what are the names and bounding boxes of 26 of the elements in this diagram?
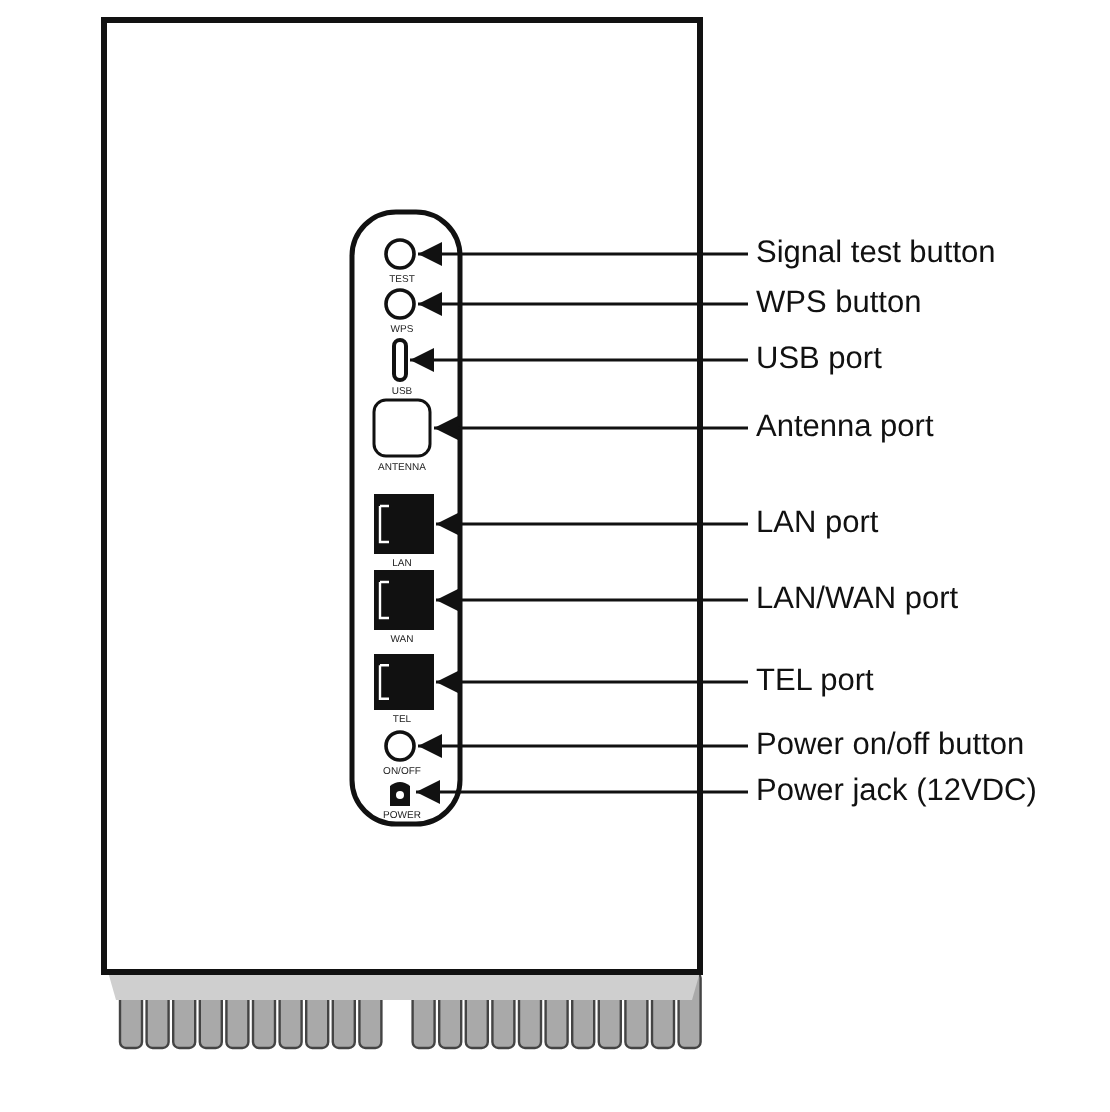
callout-label: Antenna port	[756, 410, 934, 446]
ethernet-socket	[374, 494, 434, 554]
leader-line	[416, 780, 748, 804]
callout-label: WPS button	[756, 286, 922, 322]
callout-label: Signal test button	[756, 236, 996, 272]
round-button	[384, 238, 416, 270]
callout-label: TEL port	[756, 664, 874, 700]
callout-label: USB port	[756, 342, 882, 378]
antenna-socket	[372, 398, 432, 458]
callout-label: LAN/WAN port	[756, 582, 959, 618]
round-button	[384, 288, 416, 320]
callout-label: LAN port	[756, 506, 879, 542]
round-button	[384, 730, 416, 762]
usb-slot	[392, 338, 408, 382]
ethernet-socket	[374, 570, 434, 630]
leader-line	[436, 670, 748, 694]
leader-line	[436, 512, 748, 536]
callout-label: Power on/off button	[756, 728, 1025, 764]
leader-line	[434, 416, 748, 440]
leader-line	[418, 242, 748, 266]
ethernet-socket	[374, 654, 434, 710]
leader-line	[436, 588, 748, 612]
leader-line	[418, 292, 748, 316]
leader-line	[410, 348, 748, 372]
leader-line	[418, 734, 748, 758]
callout-label: Power jack (12VDC)	[756, 774, 1037, 810]
